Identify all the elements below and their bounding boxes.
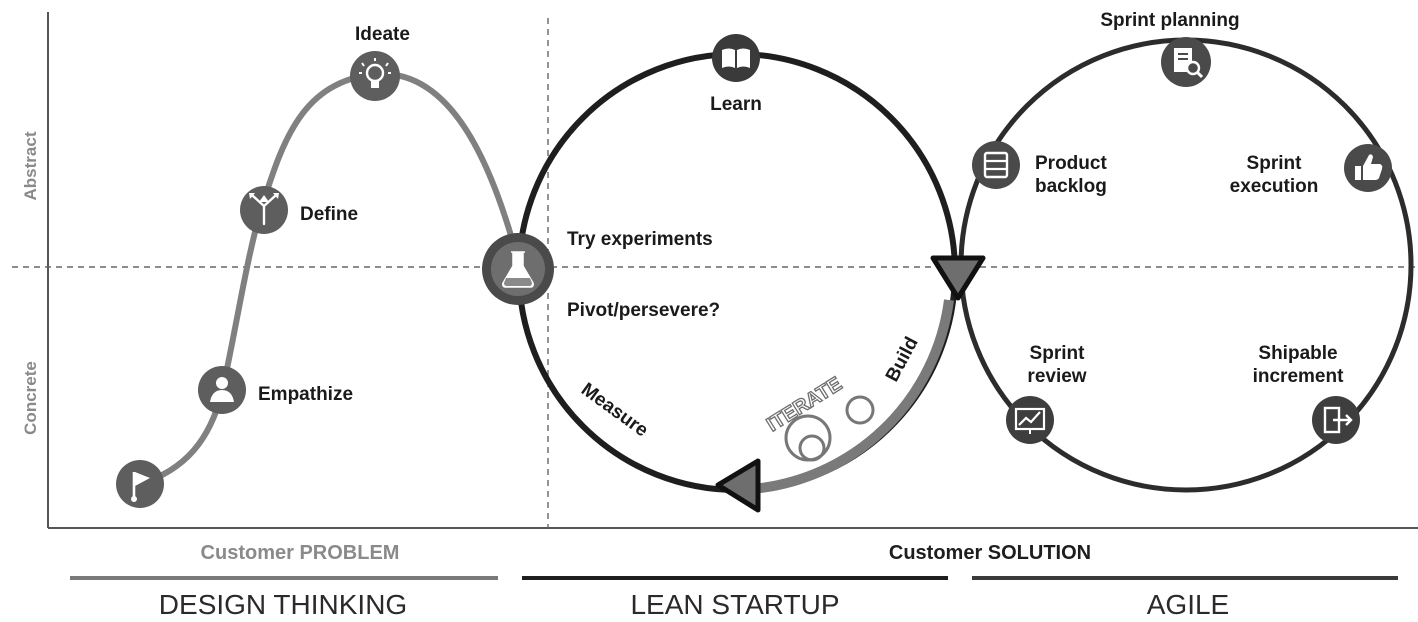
concrete-axis-label: Concrete [21, 361, 40, 435]
thumbs-up-icon [1344, 144, 1392, 192]
try-experiments-label: Try experiments [567, 229, 713, 250]
flag-icon [116, 460, 164, 508]
abstract-axis-label: Abstract [21, 131, 40, 200]
customer-solution-label: Customer SOLUTION [889, 542, 1091, 564]
sprint-review-label-line2: review [1027, 366, 1086, 387]
define-label: Define [300, 204, 358, 225]
ideate-label: Ideate [355, 24, 410, 45]
design-thinking-curve [139, 70, 523, 487]
build-arc [751, 299, 954, 494]
iterate-label: ITERATE [763, 373, 846, 436]
sprint-execution-label-line2: execution [1230, 176, 1319, 197]
exit-icon [1312, 396, 1360, 444]
design-thinking-title: DESIGN THINKING [159, 589, 407, 620]
product-backlog-label-line2: backlog [1035, 176, 1107, 197]
sprint-review-label-line1: Sprint [1030, 343, 1086, 364]
iterate-swirl [784, 395, 875, 462]
arrows-icon [240, 186, 288, 234]
measure-arrow [715, 458, 761, 513]
sprint-execution-label-line1: Sprint [1247, 153, 1303, 174]
empathize-label: Empathize [258, 384, 353, 405]
build-label: Build [882, 334, 923, 386]
learn-label: Learn [710, 94, 762, 115]
pivot-label: Pivot/persevere? [567, 300, 720, 321]
build-arrow [930, 255, 986, 301]
person-icon [198, 366, 246, 414]
sprint-planning-label: Sprint planning [1100, 10, 1239, 31]
list-icon [972, 141, 1020, 189]
product-backlog-label-line1: Product [1035, 153, 1107, 174]
lightbulb-icon [350, 51, 400, 101]
agile-title: AGILE [1147, 589, 1229, 620]
flask-icon [482, 233, 554, 305]
book-icon [712, 34, 760, 82]
chart-icon [1006, 396, 1054, 444]
shipable-increment-label-line1: Shipable [1258, 343, 1337, 364]
lean-startup-title: LEAN STARTUP [630, 589, 839, 620]
shipable-increment-label-line2: increment [1253, 366, 1344, 387]
customer-problem-label: Customer PROBLEM [201, 542, 400, 564]
document-search-icon [1161, 37, 1211, 87]
